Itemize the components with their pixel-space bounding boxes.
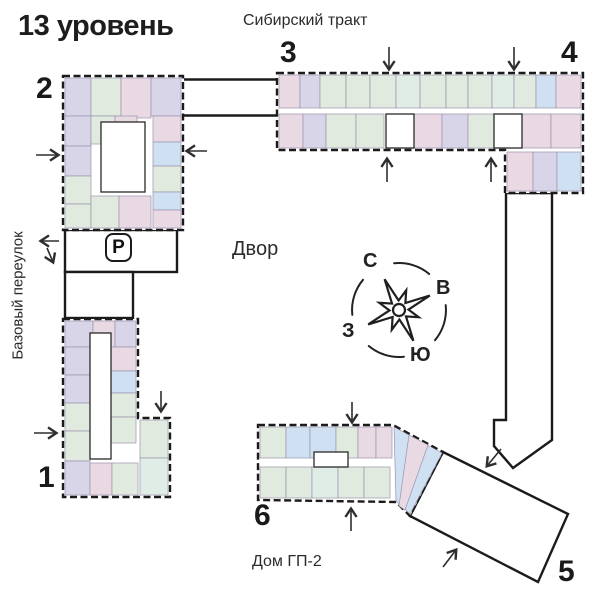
street-label-bazovy-pereulok: Базовый переулок (9, 231, 27, 360)
entrance-arrows (34, 47, 521, 568)
compass-rose-icon (351, 262, 447, 358)
building-5-number[interactable]: 5 (558, 555, 575, 588)
compass-east-label: В (436, 277, 451, 299)
building-1-plan[interactable] (61, 317, 172, 499)
house-gp2-label: Дом ГП-2 (252, 553, 322, 570)
parking-passage (63, 270, 135, 320)
building-2-plan[interactable] (61, 74, 185, 232)
building-1-number[interactable]: 1 (38, 461, 55, 494)
building-3-number[interactable]: 3 (280, 36, 297, 69)
compass-south-label: Ю (410, 344, 431, 366)
building-6-plan[interactable] (256, 423, 445, 519)
building-3-plan[interactable] (275, 71, 585, 195)
parking-icon: P (105, 233, 132, 262)
page-title: 13 уровень (18, 10, 174, 42)
building-2-number[interactable]: 2 (36, 72, 53, 105)
compass-north-label: С (363, 250, 378, 272)
compass-west-label: З (342, 320, 355, 342)
street-label-sibirsky-trakt: Сибирский тракт (243, 12, 368, 29)
tower4-wing-outline (492, 191, 554, 470)
building-6-number[interactable]: 6 (254, 499, 271, 532)
building-4-number[interactable]: 4 (561, 36, 578, 69)
courtyard-label: Двор (232, 238, 279, 260)
